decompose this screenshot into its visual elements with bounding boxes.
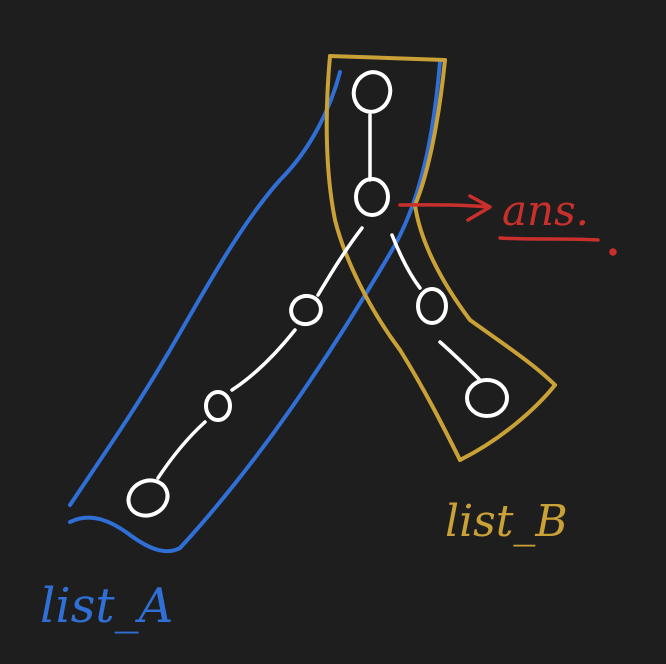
node-b2 bbox=[465, 378, 509, 418]
link-intersection-to-a1 bbox=[316, 226, 364, 297]
link-a1-to-a2 bbox=[230, 328, 297, 392]
list-b-outline bbox=[324, 54, 557, 462]
list-b-label: list_B bbox=[445, 496, 568, 547]
node-b1 bbox=[416, 287, 448, 325]
list-a-label: list_A bbox=[40, 578, 173, 634]
list-a-outline bbox=[68, 60, 442, 554]
link-b1-to-b2 bbox=[438, 340, 482, 382]
node-links bbox=[156, 113, 482, 480]
link-intersection-to-b1 bbox=[390, 233, 422, 290]
node-a2 bbox=[204, 390, 232, 422]
node-a3 bbox=[126, 478, 170, 518]
answer-arrow bbox=[398, 194, 617, 256]
node-intersection bbox=[354, 177, 390, 217]
nodes bbox=[126, 70, 509, 518]
node-a1 bbox=[289, 293, 323, 327]
answer-underline bbox=[498, 236, 600, 242]
node-shared-top bbox=[351, 70, 393, 114]
link-a2-to-a3 bbox=[156, 420, 207, 480]
answer-label: ans. bbox=[502, 186, 589, 235]
